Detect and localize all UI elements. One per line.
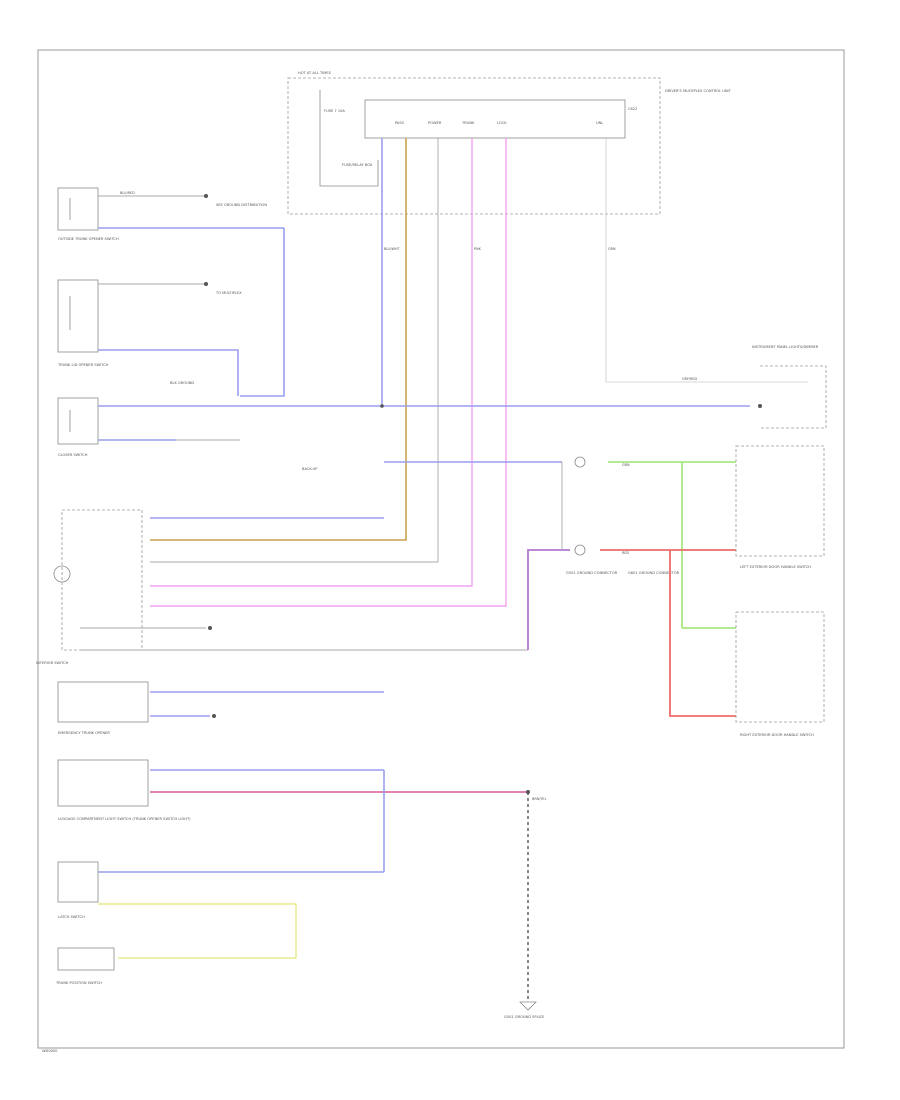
fuse-block-2-label: FUSE/RELAY BOX [342,163,373,167]
wire-label-red: RED [622,551,629,555]
module-pin-3: TRUNK [461,121,475,125]
wire-module-pink-1 [150,138,473,587]
fuse-feed-line [319,90,379,187]
wire-outside-switch-return [240,228,285,397]
footer-code: WD0000 [42,1049,58,1053]
left-door-switch-label: LEFT EXTERIOR DOOR HANDLE SWITCH [740,565,811,569]
emergency-switch-label: EMERGENCY TRUNK OPENER [58,731,110,735]
instrument-panel-label: INSTRUMENT PANEL LIGHTS/DIMMER [752,345,819,349]
fuse-block-label: HOT AT ALL TIMES [298,71,332,75]
ground-symbol [519,1001,537,1011]
instrument-panel-outline [760,365,827,429]
wire-label-gry-red: GRY/RED [682,377,697,381]
wire-label-blu-wht: BLU/WHT [384,247,401,251]
interior-switch-outline [61,509,143,651]
trunk-lid-switch-label: TRUNK LID OPENER SWITCH [57,363,109,367]
wire-trunk-lid-switch [98,349,239,396]
trunk-position-switch-label: TRUNK POSITION SWITCH [55,981,102,985]
latch-switch-box [57,861,99,903]
wire-yellow [98,903,297,959]
control-unit-code: C622 [628,107,637,111]
left-ground-connector [574,456,586,468]
fuse-block-outline [287,77,661,215]
wire-module-gray [150,138,439,563]
luggage-switch-box [57,759,149,807]
wire-label-pnk: PNK [474,247,482,251]
control-unit-label: DRIVER'S MULTIPLEX CONTROL UNIT [665,89,732,93]
interior-switch-symbol [53,565,71,583]
module-pin-5: UNL [596,121,603,125]
right-ground-label: G601 GROUND CONNECTOR [628,571,680,575]
diagram-frame [37,49,845,1049]
latch-switch-label: LATCH SWITCH [58,915,85,919]
wire-module-dim [605,138,808,383]
wire-label-brn-yel: BRN/YEL [532,797,547,801]
right-door-switch-outline [735,611,825,723]
right-door-switch-label: RIGHT EXTERIOR DOOR HANDLE SWITCH [740,733,814,737]
emergency-switch-box [57,681,149,723]
wire-label-grn-2: GRN [622,463,630,467]
right-ground-connector [574,544,586,556]
back-up-note: BACK-UP [302,467,318,471]
wire-purple [527,549,570,650]
left-door-switch-outline [735,445,825,557]
module-pin-2: POWER [428,121,442,125]
trunk-lid-switch-box [57,279,99,353]
closer-switch-label: CLOSER SWITCH [58,453,88,457]
left-ground-label: G501 GROUND CONNECTOR [566,571,618,575]
closer-switch-box [57,397,99,445]
control-unit-box [364,99,626,139]
module-pin-4: LOCK [497,121,507,125]
wire-red-drop [669,550,736,717]
to-multiplex-note: TO MULTIPLEX [215,291,242,295]
trunk-position-switch-box [57,947,115,971]
wire-label-grn: GRN [608,247,616,251]
see-ground-note: SEE GROUND DISTRIBUTION [216,203,267,207]
ground-note: BLK GROUND [170,381,194,385]
outside-trunk-switch-label: OUTSIDE TRUNK OPENER SWITCH [58,237,119,241]
wire-module-gold [150,138,407,541]
wire-module-pink-2 [150,138,507,607]
module-pin-1: PASS [395,121,405,125]
fuse-ref-label: FUSE 7 10A [324,109,345,113]
interior-switch-label: INTERIOR SWITCH [36,661,69,665]
luggage-switch-label: LUGGAGE COMPARTMENT LIGHT SWITCH (TRUNK … [58,817,191,821]
bottom-ground-label: G501 GROUND SPLICE [504,1015,545,1019]
outside-trunk-switch-box [57,187,99,231]
wire-label-blu-red: BLU/RED [120,191,135,195]
